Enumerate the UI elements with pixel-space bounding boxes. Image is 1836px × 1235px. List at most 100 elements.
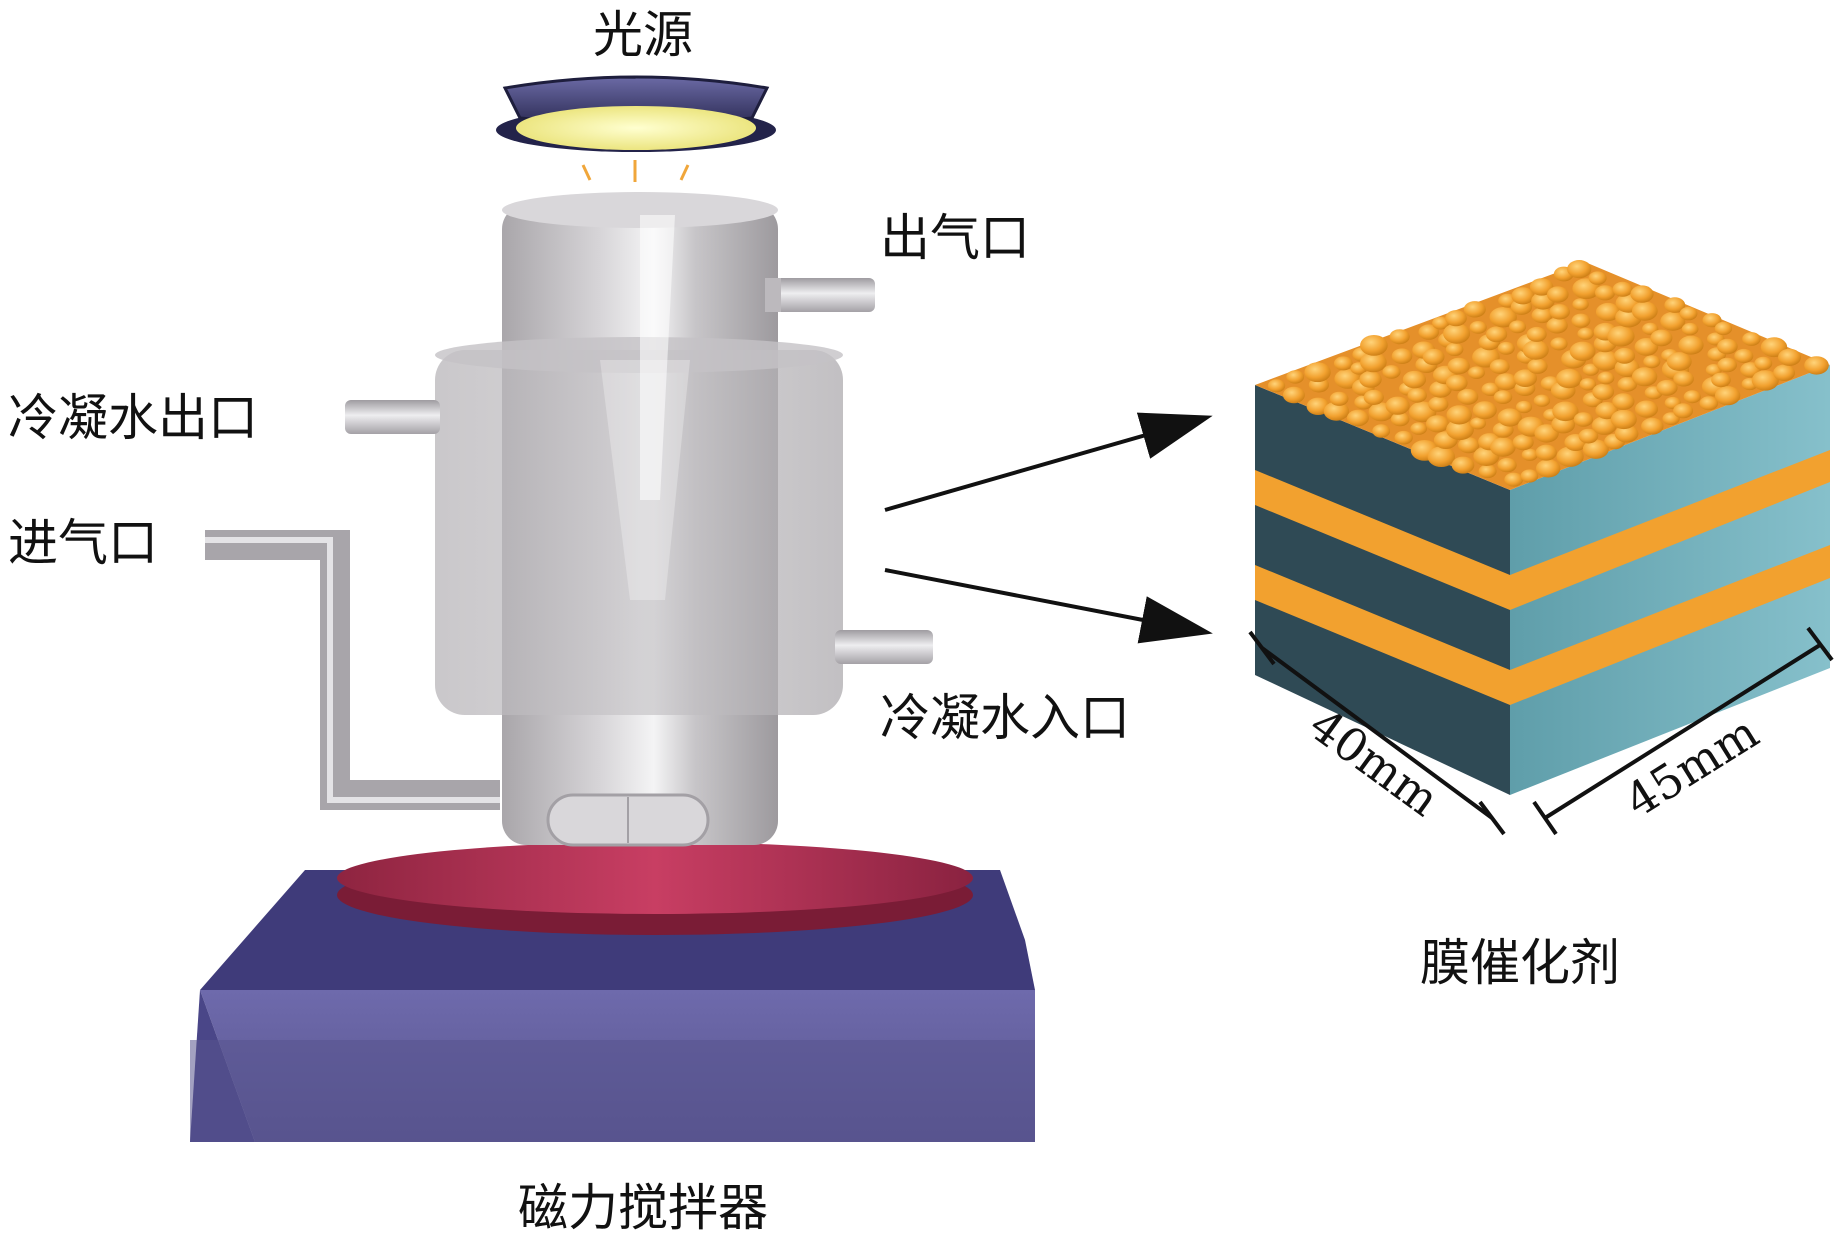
label-magnetic-stirrer: 磁力搅拌器 [518, 1179, 768, 1235]
light-source-lamp [496, 75, 776, 182]
catalyst-particle [1497, 341, 1515, 355]
catalyst-particle [1511, 287, 1535, 305]
catalyst-particle [1445, 310, 1467, 327]
catalyst-particle [1458, 437, 1480, 454]
catalyst-particle [1522, 340, 1549, 360]
catalyst-particle [1595, 302, 1621, 322]
catalyst-particle [1804, 356, 1829, 375]
catalyst-particle [1526, 326, 1547, 342]
catalyst-particle [1679, 306, 1698, 321]
catalyst-particle [1463, 301, 1486, 318]
catalyst-particle [1304, 362, 1331, 383]
catalyst-particle [1614, 424, 1639, 443]
catalyst-particle [1714, 321, 1733, 336]
catalyst-particle [1778, 348, 1801, 366]
catalyst-particle [1446, 405, 1472, 425]
condensate-outlet-pipe [345, 400, 440, 434]
catalyst-particle [1359, 371, 1382, 388]
catalyst-particle [1536, 459, 1561, 478]
catalyst-particle [1429, 380, 1452, 398]
catalyst-particle [1588, 271, 1607, 285]
catalyst-particle [1582, 439, 1609, 459]
catalyst-particle [1734, 348, 1754, 364]
catalyst-particle [1550, 337, 1568, 351]
catalyst-particle [1382, 365, 1401, 379]
stirrer-plate [337, 842, 973, 914]
catalyst-particle [1425, 415, 1449, 433]
catalyst-particle [1407, 388, 1427, 403]
catalyst-particle [1714, 386, 1741, 406]
catalyst-particle [1607, 325, 1635, 347]
catalyst-particle [1547, 286, 1569, 303]
catalyst-particle [1673, 403, 1694, 419]
catalyst-particle [1699, 396, 1719, 411]
catalyst-particle [1594, 285, 1616, 301]
catalyst-particle [1478, 464, 1497, 479]
catalyst-band-front-2 [1255, 565, 1510, 705]
catalyst-particle [1515, 400, 1533, 414]
catalyst-particle [1445, 342, 1464, 356]
catalyst-particle [1497, 457, 1517, 473]
label-membrane-catalyst: 膜催化剂 [1420, 934, 1620, 992]
catalyst-particle [1329, 391, 1349, 406]
catalyst-particle [1432, 316, 1450, 330]
catalyst-particle [1631, 301, 1658, 321]
catalyst-particle [1372, 424, 1391, 438]
catalyst-particle [1754, 356, 1773, 371]
catalyst-particle [1578, 428, 1599, 444]
catalyst-particle [1493, 390, 1513, 404]
catalyst-particle [1497, 408, 1522, 427]
catalyst-band-side-2 [1510, 545, 1830, 705]
catalyst-particle [1630, 285, 1654, 303]
catalyst-particle [1472, 401, 1497, 420]
catalyst-particle [1678, 335, 1704, 355]
catalyst-particle [1683, 390, 1701, 404]
catalyst-particle [1451, 456, 1475, 474]
catalyst-particle [1592, 383, 1615, 401]
label-light-source: 光源 [593, 6, 693, 64]
catalyst-particle [1447, 357, 1470, 375]
light-rays [581, 160, 690, 182]
dimension-line-depth [1543, 643, 1822, 820]
catalyst-particle [1702, 313, 1722, 328]
catalyst-particle [1286, 370, 1305, 384]
catalyst-particle [1486, 326, 1508, 343]
catalyst-particle [1552, 401, 1579, 422]
catalyst-particle [1390, 412, 1410, 427]
catalyst-particle [1410, 422, 1427, 435]
catalyst-particle [1360, 352, 1387, 373]
catalyst-particle [1773, 364, 1795, 381]
catalyst-particle [1427, 446, 1456, 468]
catalyst-particle [1529, 278, 1554, 296]
stirrer-lower-band [190, 1040, 1035, 1142]
catalyst-particle [1481, 382, 1500, 396]
catalyst-particle [1641, 417, 1664, 435]
catalyst-particle [1490, 437, 1516, 457]
catalyst-particle [1534, 424, 1559, 443]
catalyst-particle [1389, 329, 1410, 345]
catalyst-particle [1660, 311, 1686, 331]
catalyst-particle [1469, 321, 1487, 334]
catalyst-particle [1717, 357, 1737, 373]
catalyst-particle [1579, 378, 1597, 391]
catalyst-particle [1546, 317, 1568, 334]
catalyst-particle [1494, 373, 1518, 391]
catalyst-particle [1512, 434, 1534, 451]
catalyst-particle [1468, 366, 1485, 380]
arrow-upper [884, 412, 1213, 512]
catalyst-particles [1267, 260, 1829, 487]
catalyst-particle [1443, 323, 1471, 344]
cooling-jacket-body [435, 350, 843, 715]
catalyst-particle [1577, 327, 1594, 340]
catalyst-particle [1569, 341, 1596, 361]
catalyst-particle [1650, 329, 1673, 347]
catalyst-particle [1613, 347, 1636, 364]
catalyst-particle [1635, 400, 1658, 418]
catalyst-particle [1520, 469, 1539, 483]
catalyst-particle [1513, 369, 1538, 388]
catalyst-particle [1751, 370, 1779, 391]
catalyst-particle [1418, 324, 1440, 340]
catalyst-particle [1360, 335, 1388, 356]
block-front-face [1255, 385, 1510, 795]
catalyst-particle [1394, 430, 1413, 445]
